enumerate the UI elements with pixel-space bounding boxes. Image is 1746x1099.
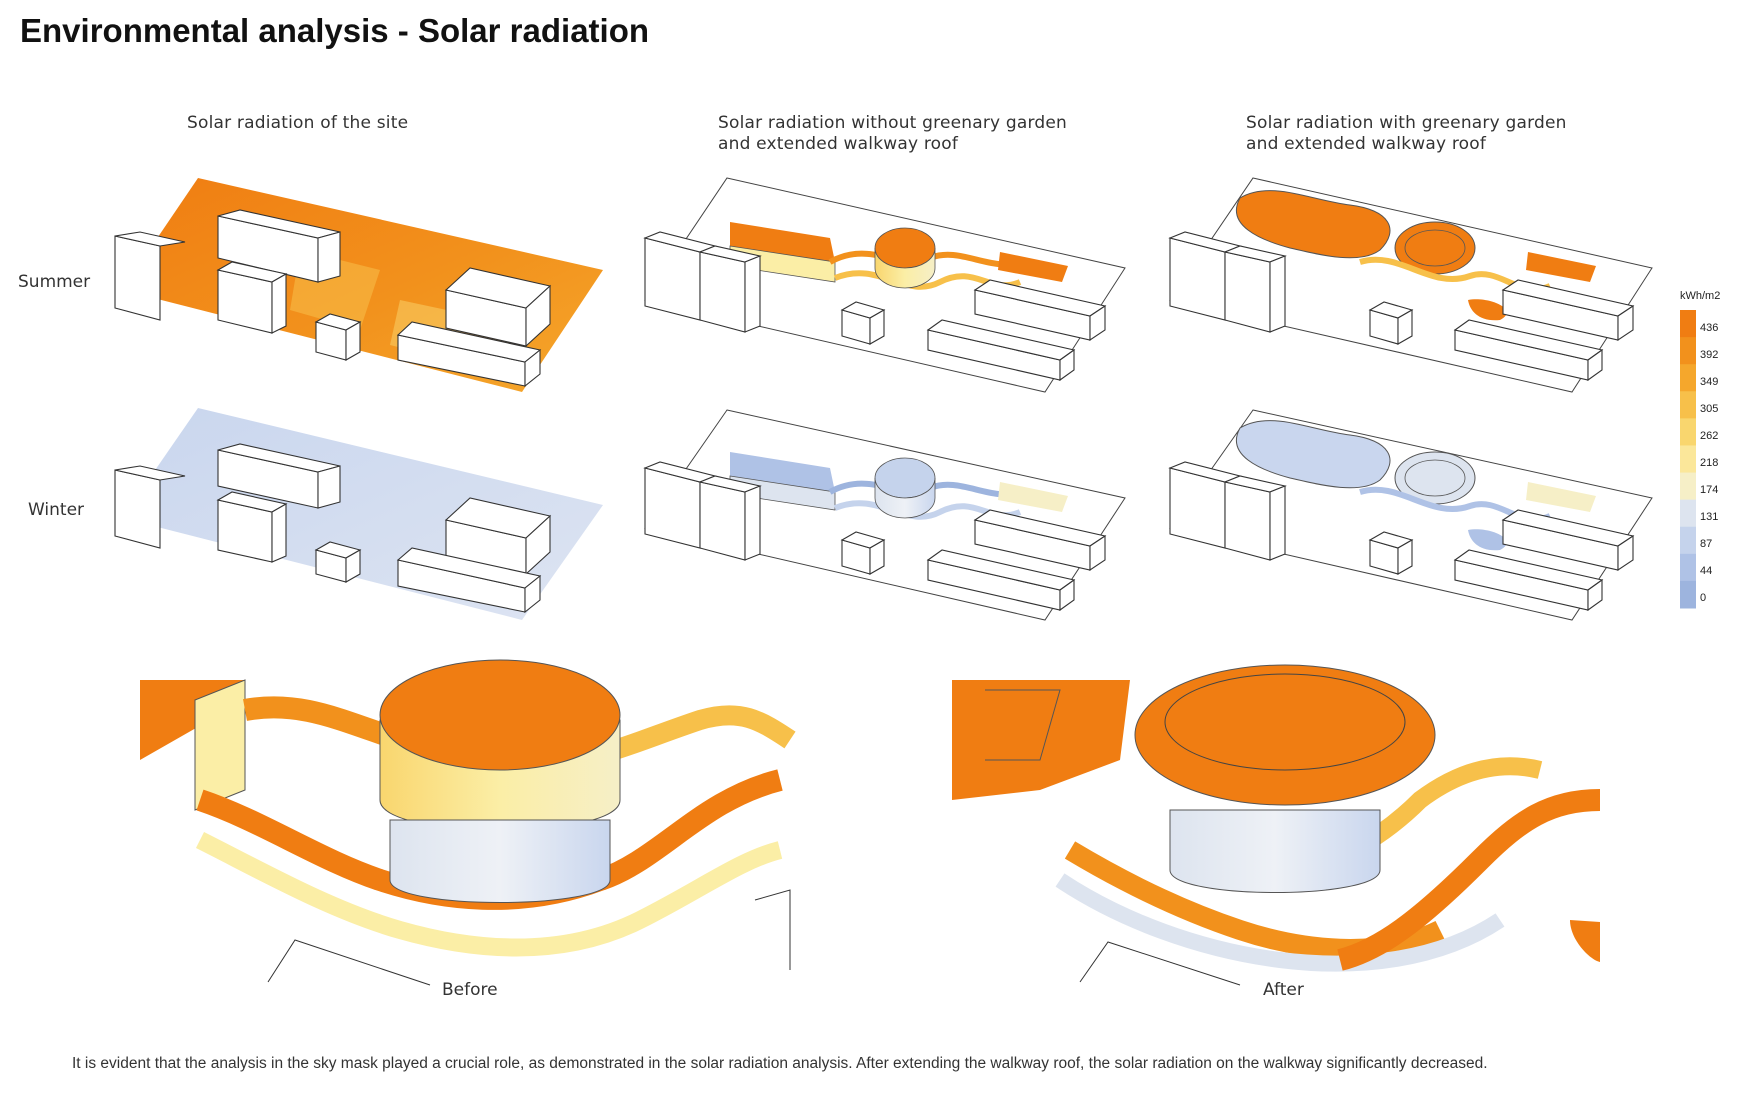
cool-block-roof [730, 452, 835, 492]
without-garden-summer-diagram [643, 177, 1126, 393]
cool-roof-strip [1526, 482, 1596, 512]
detail-before-block-side [194, 679, 246, 811]
detail-after-ribbon [1337, 789, 1601, 971]
buildings-with-summer [1168, 231, 1635, 382]
legend-value: 392 [1700, 348, 1719, 361]
detail-after-ribbon [1055, 873, 1505, 972]
column-header-site: Solar radiation of the site [187, 113, 408, 134]
cool-roof-strip [998, 482, 1068, 512]
buildings-with-winter [1168, 461, 1635, 612]
column-header-without-line2: and extended walkway roof [718, 134, 959, 154]
legend-value: 305 [1700, 402, 1719, 415]
hot-block-roof [730, 222, 835, 262]
detail-before-building-outline [754, 889, 791, 970]
legend-swatch [1680, 418, 1696, 446]
legend-swatch [1680, 499, 1696, 528]
page-title: Environmental analysis - Solar radiation [20, 12, 650, 49]
hot-roof-strip [998, 252, 1068, 282]
detail-before-ground-outline [267, 939, 431, 986]
legend-value: 131 [1700, 511, 1719, 524]
hot-roof-strip [1526, 252, 1596, 282]
legend-value: 436 [1700, 321, 1719, 334]
detail-after-garden-outline [985, 689, 1061, 761]
walkway-roof-hook [1468, 529, 1507, 551]
site-buildings-winter [114, 443, 552, 614]
legend-unit: kWh/m2 [1680, 290, 1721, 302]
site-summer-diagram [114, 178, 603, 392]
column-header-site-line1: Solar radiation of the site [187, 113, 409, 133]
detail-before-ribbon [195, 831, 783, 957]
hot-cylinder-side [874, 247, 936, 289]
legend-swatch [1680, 553, 1696, 582]
row-label-summer: Summer [18, 272, 91, 292]
detail-after-disc-inner [1164, 673, 1406, 771]
footnote: It is evident that the analysis in the s… [72, 1055, 1488, 1072]
legend-swatch [1680, 364, 1696, 392]
walkway-roof-hook [1468, 299, 1507, 321]
column-header-without-line1: Solar radiation without greenary garden [718, 113, 1068, 133]
detail-before-cylinder-top [379, 659, 621, 771]
column-header-with-line2: and extended walkway roof [1246, 134, 1487, 154]
buildings-without-winter [643, 461, 1107, 612]
garden-roof [1235, 190, 1391, 259]
legend-swatch [1680, 337, 1696, 365]
detail-after-ground-outline [1079, 941, 1241, 986]
legend-swatch [1680, 526, 1696, 555]
legend-value: 44 [1700, 565, 1713, 578]
legend-value: 0 [1700, 592, 1707, 605]
garden-disc-inner [1404, 459, 1466, 497]
legend-swatch [1680, 445, 1696, 474]
column-header-with-garden: Solar radiation with greenary garden and… [1246, 113, 1567, 155]
legend-swatch [1680, 310, 1696, 338]
detail-before [140, 659, 796, 986]
column-header-with-line1: Solar radiation with greenary garden [1246, 113, 1567, 133]
legend-value: 218 [1700, 457, 1719, 469]
site-winter-diagram [114, 408, 603, 620]
legend-swatch [1680, 580, 1696, 609]
column-header-without-garden: Solar radiation without greenary garden … [718, 113, 1067, 155]
detail-after-garden-roof [952, 680, 1130, 800]
with-garden-winter-diagram [1168, 409, 1653, 621]
legend-swatch [1680, 391, 1696, 419]
detail-after [952, 664, 1601, 986]
row-label-winter: Winter [28, 500, 85, 520]
caption-after: After [1263, 980, 1304, 1000]
legend-swatch [1680, 472, 1696, 501]
detail-after-roof-hook [1570, 920, 1600, 962]
legend-color-bar [1680, 310, 1696, 609]
legend-value: 349 [1700, 375, 1719, 388]
legend-value: 87 [1700, 538, 1713, 551]
detail-after-disc-top [1134, 664, 1436, 806]
without-garden-winter-diagram [643, 409, 1126, 621]
garden-disc-inner [1404, 229, 1466, 267]
garden-roof [1235, 420, 1391, 489]
caption-before: Before [442, 980, 498, 1000]
legend-value: 174 [1700, 484, 1719, 497]
detail-after-cylinder-base [1169, 809, 1381, 893]
cool-cylinder-side [874, 477, 936, 519]
legend-value: 262 [1700, 429, 1719, 442]
with-garden-summer-diagram [1168, 177, 1653, 393]
detail-before-cylinder-base [389, 819, 611, 903]
buildings-without-summer [643, 231, 1107, 382]
site-buildings-summer [114, 209, 552, 388]
